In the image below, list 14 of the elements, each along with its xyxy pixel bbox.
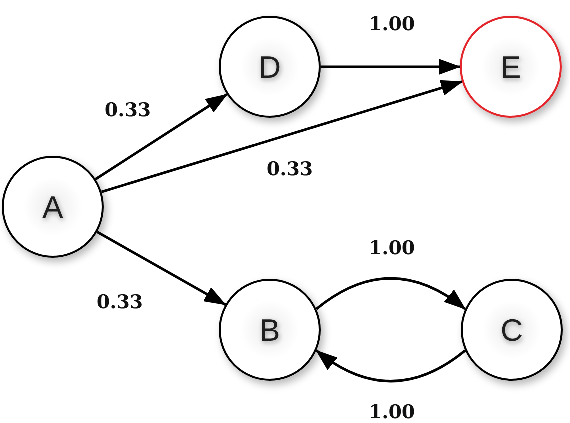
node-label: D xyxy=(258,52,282,82)
state-circle xyxy=(219,279,321,381)
node-label: A xyxy=(42,192,64,222)
arrow xyxy=(316,350,466,383)
arrow xyxy=(101,80,464,194)
arrow xyxy=(96,231,226,306)
node-label: B xyxy=(260,314,280,346)
arrow xyxy=(321,59,461,75)
arrow xyxy=(95,94,228,180)
node-label: C xyxy=(500,314,524,346)
arrow xyxy=(316,277,466,310)
state-circle xyxy=(461,279,563,381)
state-circle xyxy=(219,16,321,118)
node-label: E xyxy=(500,52,522,82)
